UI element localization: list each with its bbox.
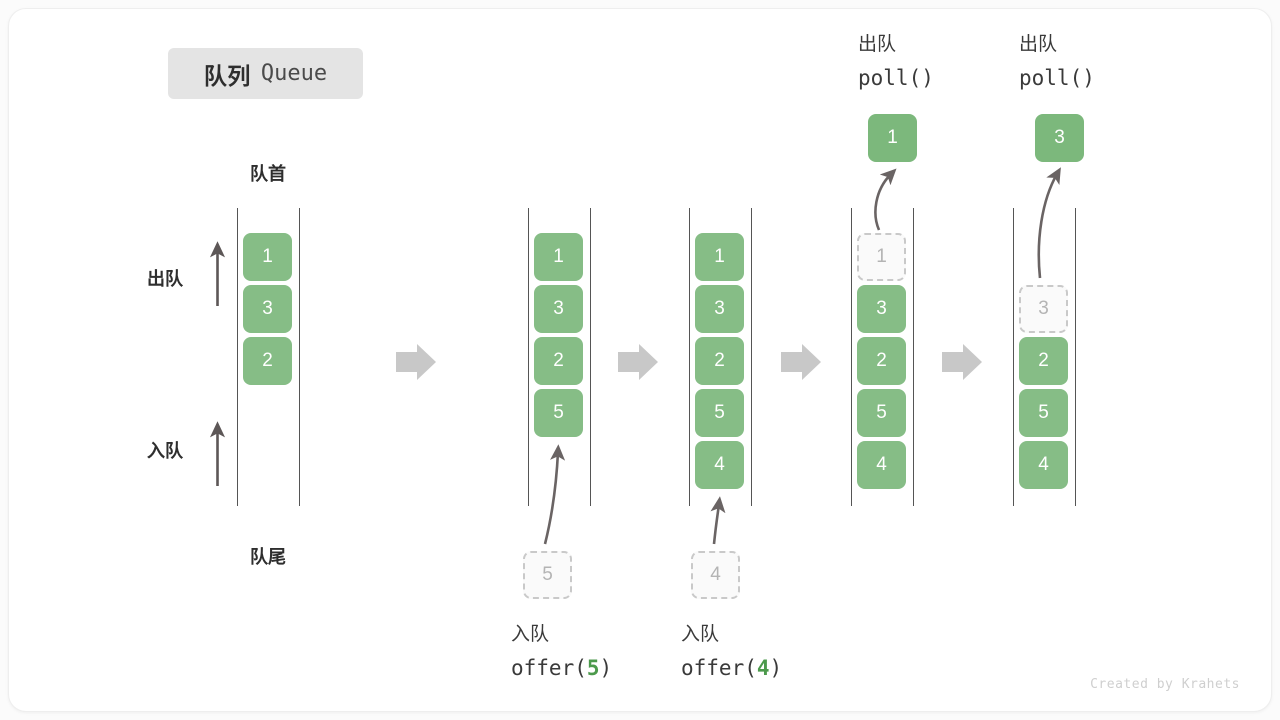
label-queue-rear: 队尾 [250, 547, 286, 567]
queue-cell: 5 [857, 389, 906, 437]
outgoing-cell: 3 [1035, 114, 1084, 162]
queue-cell-ghost: 3 [1019, 285, 1068, 333]
stage-poll-1-rail-right [913, 208, 914, 506]
caption-offer-4-cn: 入队 [681, 624, 720, 645]
queue-cell: 5 [1019, 389, 1068, 437]
caption-offer-4-code: offer(4) [681, 656, 783, 680]
caption-poll-1: 出队 poll() [858, 28, 934, 94]
queue-cell: 4 [695, 441, 744, 489]
queue-cell: 3 [695, 285, 744, 333]
queue-cell: 3 [534, 285, 583, 333]
queue-cell-ghost: 1 [857, 233, 906, 281]
stage-poll-3-rail-right [1075, 208, 1076, 506]
caption-offer-4: 入队 offer(4) [681, 618, 782, 684]
caption-offer-5-cn: 入队 [511, 624, 550, 645]
incoming-ghost-cell: 4 [691, 551, 740, 599]
title-english: Queue [260, 61, 328, 86]
watermark: Created by Krahets [1090, 677, 1240, 692]
queue-cell: 1 [534, 233, 583, 281]
stage-initial-rail-left [237, 208, 238, 506]
incoming-ghost-cell: 5 [523, 551, 572, 599]
label-queue-front: 队首 [250, 164, 286, 184]
caption-poll-3: 出队 poll() [1019, 28, 1095, 94]
label-enqueue: 入队 [147, 441, 183, 461]
caption-poll-3-code: poll() [1019, 66, 1095, 90]
caption-offer-5-code: offer(5) [511, 656, 613, 680]
outgoing-cell: 1 [868, 114, 917, 162]
stage-offer-5-rail-right [590, 208, 591, 506]
queue-cell: 4 [1019, 441, 1068, 489]
queue-cell: 3 [243, 285, 292, 333]
caption-poll-1-cn: 出队 [858, 34, 897, 55]
stage-initial-rail-right [299, 208, 300, 506]
queue-cell: 2 [534, 337, 583, 385]
stage-offer-4-rail-right [751, 208, 752, 506]
stage-poll-1-rail-left [851, 208, 852, 506]
caption-poll-3-cn: 出队 [1019, 34, 1058, 55]
queue-cell: 1 [243, 233, 292, 281]
queue-cell: 3 [857, 285, 906, 333]
queue-cell: 5 [534, 389, 583, 437]
queue-cell: 5 [695, 389, 744, 437]
caption-poll-1-code: poll() [858, 66, 934, 90]
stage-offer-5-rail-left [528, 208, 529, 506]
stage-offer-4-rail-left [689, 208, 690, 506]
queue-cell: 2 [1019, 337, 1068, 385]
queue-cell: 2 [695, 337, 744, 385]
queue-cell: 2 [857, 337, 906, 385]
title-chinese: 队列 [203, 62, 251, 89]
queue-cell: 4 [857, 441, 906, 489]
caption-offer-5: 入队 offer(5) [511, 618, 612, 684]
label-dequeue: 出队 [147, 269, 183, 289]
diagram-title-badge: 队列 Queue [168, 48, 363, 99]
diagram-card [8, 8, 1272, 712]
queue-cell: 1 [695, 233, 744, 281]
queue-cell: 2 [243, 337, 292, 385]
stage-poll-3-rail-left [1013, 208, 1014, 506]
